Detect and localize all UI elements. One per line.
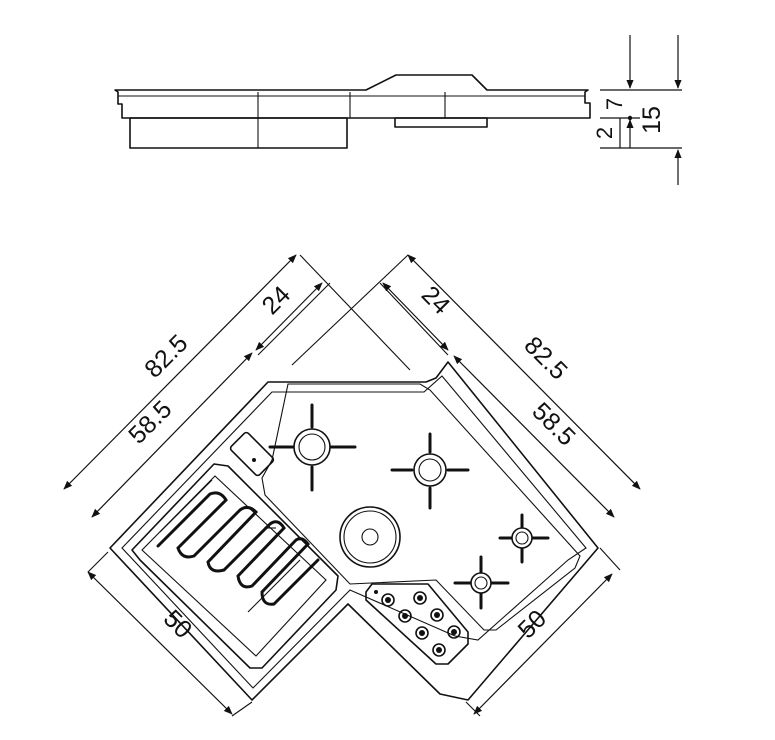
- dim-right-inner-label: 58.5: [527, 397, 581, 451]
- control-knob-2: [398, 609, 412, 623]
- side-dimensions: 15 7 2: [592, 35, 682, 185]
- burner-small-right-grate: [498, 513, 550, 564]
- hotplate-center: [361, 528, 379, 546]
- burner-large-right-cap: [418, 458, 442, 482]
- side-oven-box: [129, 117, 348, 149]
- plan-dimensions: 82.5 58.5 24 24 82.5 58.5 50 50: [63, 254, 641, 717]
- grill-heating-element: [156, 491, 320, 606]
- dim-total-label: 15: [638, 106, 666, 134]
- burner-small-center-cap: [474, 576, 488, 590]
- burner-large-right: [390, 432, 470, 510]
- hotplate-electric: [339, 506, 401, 568]
- dim-right-overall-label: 82.5: [519, 331, 573, 385]
- burner-small-center-grate: [453, 555, 510, 610]
- burner-large-right-grate: [390, 432, 470, 510]
- side-burner-housing: [394, 117, 488, 128]
- burner-large-left: [268, 403, 357, 492]
- dim-left-inner-line: [91, 352, 253, 518]
- control-knob-7: [447, 625, 461, 639]
- control-knob-6: [430, 608, 444, 622]
- grill-indicator-dot: [252, 458, 256, 462]
- grill-section: [131, 463, 339, 669]
- dim-right-width-line: [473, 573, 613, 715]
- dim-upper-label: 7: [602, 98, 627, 110]
- dim-left-overall-line: [63, 254, 297, 490]
- burner-large-left-cap: [298, 433, 326, 461]
- cooktop-inner-outline: [121, 375, 587, 689]
- control-knob-panel: [365, 583, 469, 665]
- cooktop-outer-outline: [109, 361, 599, 701]
- dim-left-overall-label: 82.5: [139, 329, 193, 383]
- dim-right-depth-label: 24: [416, 281, 456, 321]
- dim-right-width-label: 50: [513, 605, 552, 644]
- side-elevation-view: 15 7 2: [114, 35, 682, 185]
- burner-small-center: [453, 555, 510, 610]
- plan-view: 82.5 58.5 24 24 82.5 58.5 50 50: [63, 254, 641, 717]
- hotplate-outer: [339, 506, 401, 568]
- dim-right-inner-line: [453, 355, 615, 518]
- dim-lower-label: 2: [592, 127, 617, 139]
- burner-small-right-cap: [515, 531, 529, 545]
- dim-left-depth-label: 24: [257, 281, 297, 321]
- dim-left-width-line: [87, 571, 233, 715]
- burner-small-right-ring: [511, 527, 533, 549]
- control-knob-5: [413, 591, 427, 605]
- dim-point: [627, 115, 633, 121]
- burner-small-right: [498, 513, 550, 564]
- knob-panel-outline: [365, 583, 469, 665]
- hotplate-rim: [343, 510, 397, 564]
- dim-left-depth-line: [255, 282, 323, 351]
- control-knob-1: [381, 593, 395, 607]
- control-knob-3: [415, 626, 429, 640]
- grill-control-box: [229, 431, 275, 477]
- burner-small-center-ring: [470, 572, 492, 594]
- dim-left-inner-label: 58.5: [123, 395, 177, 449]
- side-worktop-outline: [114, 74, 591, 119]
- control-knob-4: [432, 643, 446, 657]
- burner-large-left-grate: [268, 403, 357, 492]
- knob-panel-indicator: [374, 590, 378, 594]
